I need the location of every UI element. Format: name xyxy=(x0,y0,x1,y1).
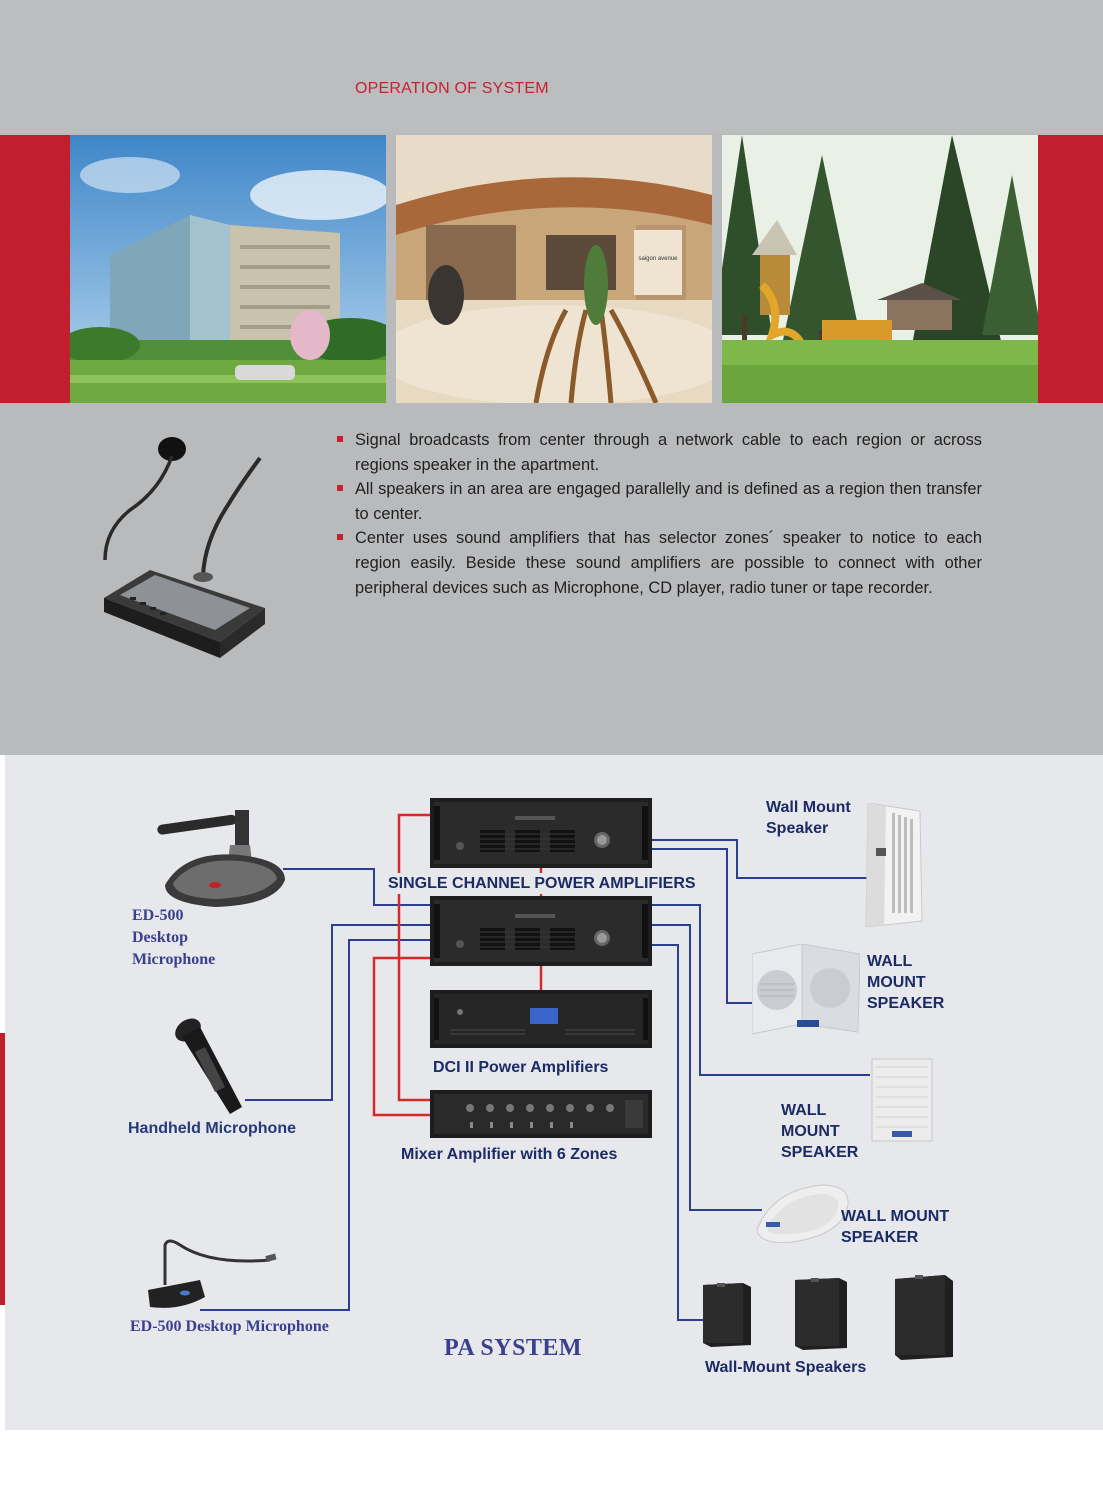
wire-red-2 xyxy=(372,956,432,1117)
paging-console-microphone xyxy=(100,430,270,660)
wire-speaker-1 xyxy=(650,839,880,879)
lobby-sign-text: saigon avenue xyxy=(638,256,678,262)
label-line: SPEAKER xyxy=(781,1144,859,1161)
park-playground-photo xyxy=(722,135,1038,403)
label-line: WALL xyxy=(781,1102,827,1119)
lobby-photo: saigon avenue xyxy=(396,135,712,403)
label-line: SPEAKER xyxy=(867,995,945,1012)
bullet-item: Center uses sound amplifiers that has se… xyxy=(337,526,982,600)
wall-mount-speaker-black-3 xyxy=(895,1275,955,1360)
label-handheld-microphone: Handheld Microphone xyxy=(128,1120,296,1137)
wall-mount-speaker-2-image xyxy=(751,943,861,1036)
label-dci-amplifiers: DCI II Power Amplifiers xyxy=(433,1059,609,1076)
label-line: MOUNT xyxy=(867,974,926,991)
ed500-gooseneck-microphone-image xyxy=(140,1235,280,1315)
label-line: MOUNT xyxy=(781,1123,840,1140)
label-wall-mount-speaker-4: WALL MOUNT SPEAKER xyxy=(841,1206,949,1248)
left-edge-accent xyxy=(0,1033,5,1305)
wall-mount-speaker-4-image xyxy=(752,1180,852,1248)
label-line: Wall Mount xyxy=(766,799,851,816)
label-line: ED-500 xyxy=(132,907,184,924)
ed500-desktop-microphone-image xyxy=(155,805,290,910)
label-wall-mount-speaker-3: WALL MOUNT SPEAKER xyxy=(781,1100,858,1163)
label-line: WALL MOUNT xyxy=(841,1208,950,1225)
label-line: SPEAKER xyxy=(841,1229,919,1246)
left-red-block xyxy=(0,135,70,403)
single-channel-amplifier-2 xyxy=(430,896,652,966)
wall-mount-speaker-black-1 xyxy=(703,1283,753,1347)
label-single-channel-amplifiers: SINGLE CHANNEL POWER AMPLIFIERS xyxy=(386,873,698,894)
label-wall-mount-speakers: Wall-Mount Speakers xyxy=(705,1359,867,1376)
page-title: OPERATION OF SYSTEM xyxy=(355,80,549,97)
description-bullets: Signal broadcasts from center through a … xyxy=(337,428,982,600)
label-ed500-desktop-mic: ED-500 Desktop Microphone xyxy=(132,905,215,971)
label-line: Desktop xyxy=(132,929,189,946)
wire-desktop-mic-2 xyxy=(200,939,432,1311)
single-channel-amplifier-1 xyxy=(430,798,652,868)
bullet-item: Signal broadcasts from center through a … xyxy=(337,428,982,477)
header-strip xyxy=(0,0,1103,133)
dci-power-amplifier xyxy=(430,990,652,1048)
bullet-item: All speakers in an area are engaged para… xyxy=(337,477,982,526)
wire-desktop-mic xyxy=(283,868,432,906)
label-ed500-desktop-mic-2: ED-500 Desktop Microphone xyxy=(130,1318,329,1335)
label-wall-mount-speaker-2: WALL MOUNT SPEAKER xyxy=(867,951,944,1014)
wire-handheld-mic xyxy=(245,924,432,1101)
label-mixer-amplifier: Mixer Amplifier with 6 Zones xyxy=(401,1146,618,1163)
handheld-microphone-image xyxy=(170,1012,250,1117)
wall-mount-speaker-1-image xyxy=(862,802,924,928)
wire-speaker-5 xyxy=(650,944,705,1321)
wire-speaker-2 xyxy=(650,848,757,1004)
office-building-photo xyxy=(70,135,386,403)
label-wall-mount-speaker-1: Wall Mount Speaker xyxy=(766,797,851,839)
mixer-amplifier-6-zones xyxy=(430,1090,652,1138)
right-red-block xyxy=(1038,135,1103,403)
wire-speaker-3 xyxy=(650,904,870,1076)
label-line: Microphone xyxy=(132,951,216,968)
wire-speaker-4 xyxy=(650,924,762,1211)
wall-mount-speaker-3-image xyxy=(870,1057,936,1145)
label-line: WALL xyxy=(867,953,913,970)
wall-mount-speaker-black-2 xyxy=(795,1278,849,1350)
label-line: Speaker xyxy=(766,820,829,837)
diagram-title: PA SYSTEM xyxy=(444,1335,583,1361)
